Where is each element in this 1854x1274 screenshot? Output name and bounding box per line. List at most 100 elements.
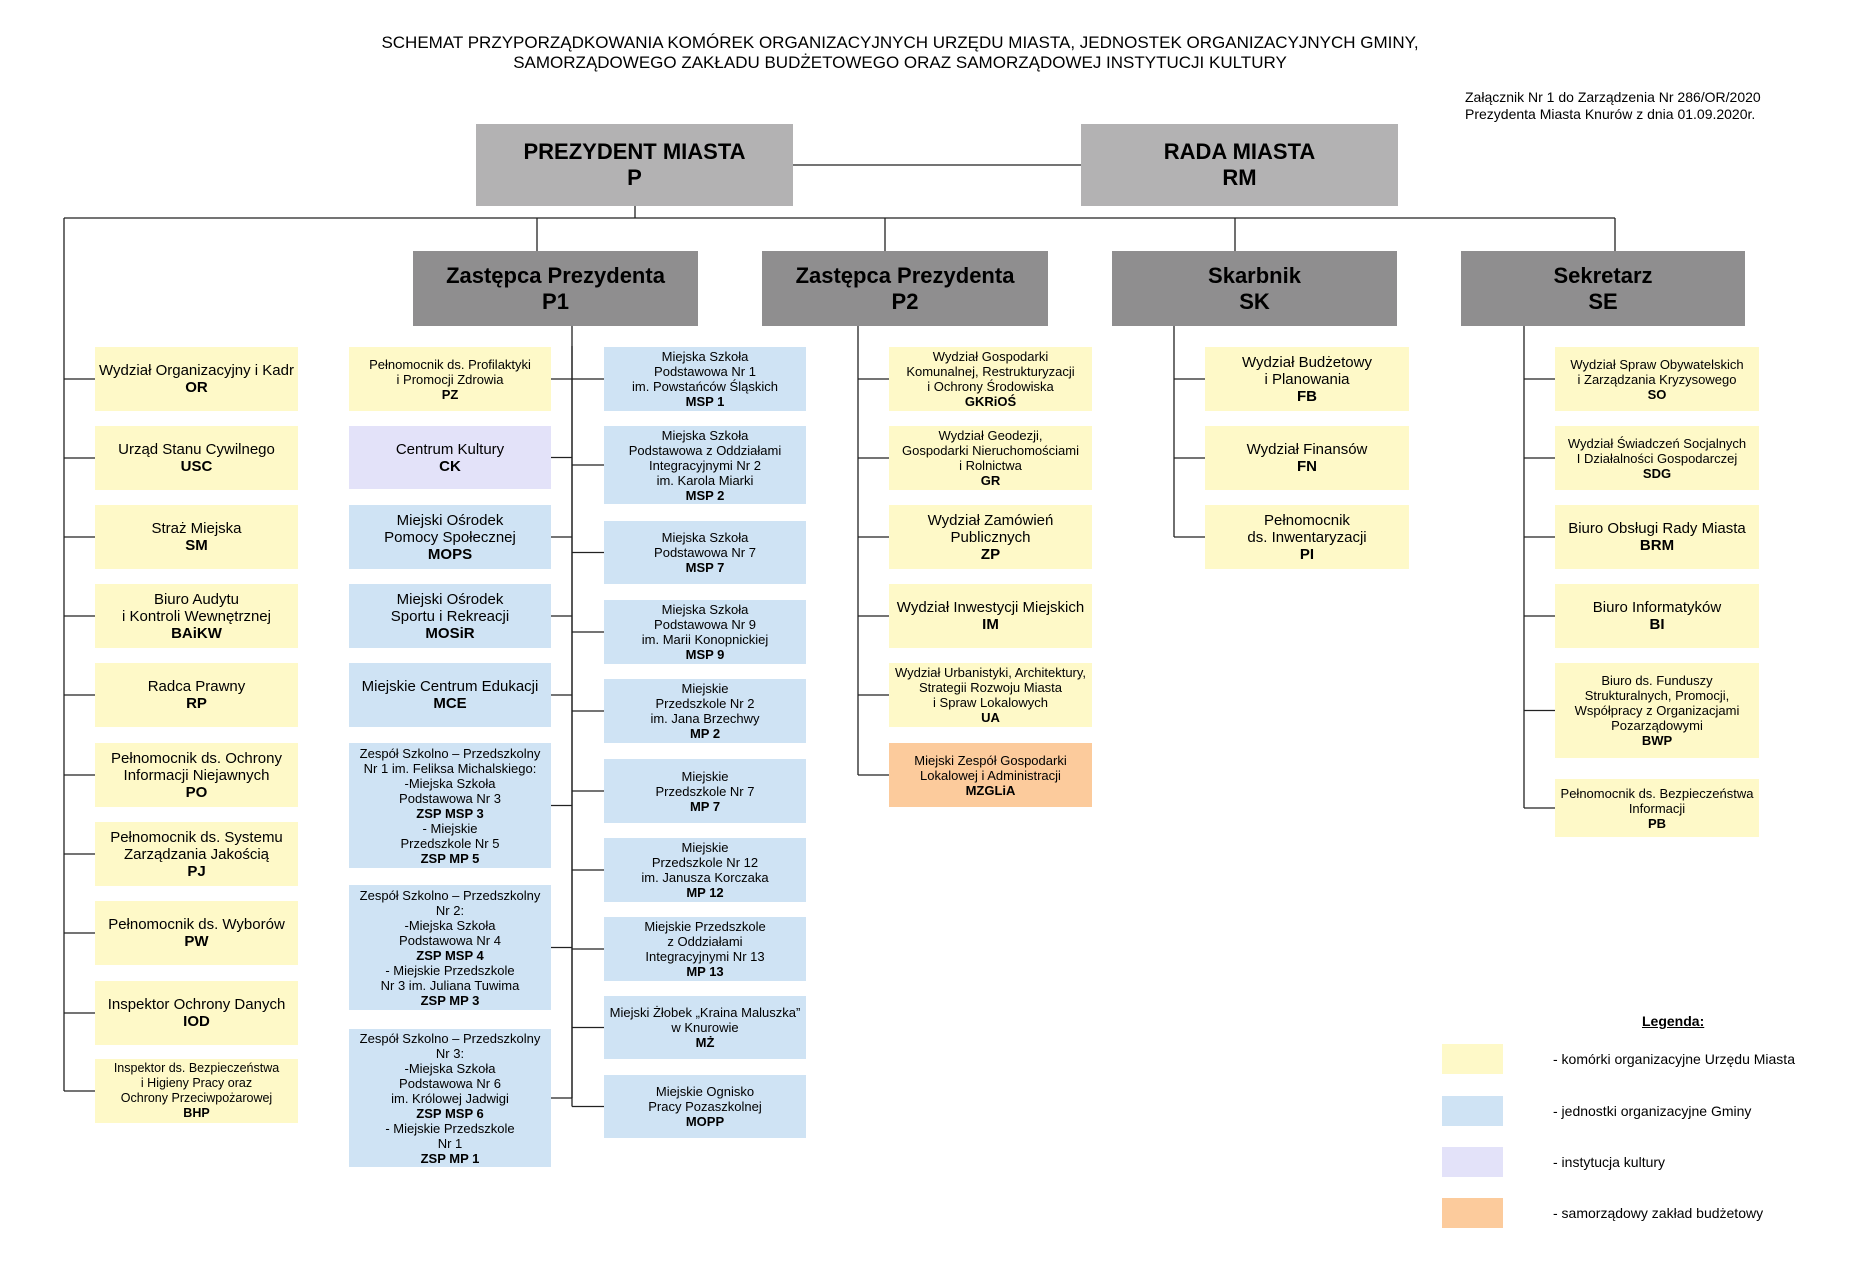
unit-name-line: Miejski Ośrodek xyxy=(396,590,504,608)
unit-name-line: Urząd Stanu Cywilnego xyxy=(118,441,275,458)
unit-name-line: i Rolnictwa xyxy=(959,458,1022,473)
p1-school-mż: Miejski Żłobek „Kraina Maluszka”w Knurow… xyxy=(604,996,806,1059)
unit-abbreviation: USC xyxy=(180,458,213,475)
unit-name-line: Integracyjnymi Nr 2 xyxy=(649,457,761,473)
unit-abbreviation: BRM xyxy=(1639,537,1675,554)
unit-name-line: Strukturalnych, Promocji, xyxy=(1584,688,1730,703)
legend-label: - jednostki organizacyjne Gminy xyxy=(1553,1103,1752,1119)
treasurer-abbr: SK xyxy=(1239,288,1270,314)
attachment-note-line-2: Prezydenta Miasta Knurów z dnia 01.09.20… xyxy=(1465,106,1756,122)
city-council-abbr: RM xyxy=(1222,165,1257,190)
unit-abbreviation: GKRiOŚ xyxy=(964,394,1017,409)
legend-swatch xyxy=(1442,1147,1503,1177)
unit-name-line: ZSP MP 3 xyxy=(420,992,480,1008)
legend-label: - samorządowy zakład budżetowy xyxy=(1553,1205,1764,1221)
legend-title: Legenda: xyxy=(1642,1013,1705,1029)
unit-abbreviation: MSP 1 xyxy=(685,394,725,409)
deputy-p1-abbr: P1 xyxy=(542,288,569,314)
unit-abbreviation: SM xyxy=(185,537,208,554)
legend-label: - instytucja kultury xyxy=(1553,1154,1666,1170)
unit-name-line: Miejski Żłobek „Kraina Maluszka” xyxy=(609,1005,801,1020)
unit-abbreviation: MSP 7 xyxy=(685,560,725,575)
unit-name-line: Nr 3 im. Juliana Tuwima xyxy=(380,977,520,993)
unit-name-line: Pozarządowymi xyxy=(1611,718,1703,733)
unit-name-line: - Miejskie xyxy=(422,820,478,836)
unit-name-line: Wydział Zamówień xyxy=(927,511,1054,529)
unit-name-line: Podstawowa z Oddziałami xyxy=(628,442,782,458)
unit-name-line: Informacji Niejawnych xyxy=(123,766,270,784)
unit-name-line: Miejskie xyxy=(681,840,729,855)
deputy-p2-box: Zastępca Prezydenta P2 xyxy=(762,251,1048,326)
attachment-note: Załącznik Nr 1 do Zarządzenia Nr 286/OR/… xyxy=(1465,89,1761,123)
treasurer-box: Skarbnik SK xyxy=(1112,251,1397,326)
unit-name-line: im. Marii Konopnickiej xyxy=(641,632,769,647)
unit-abbreviation: MP 7 xyxy=(689,798,721,814)
unit-name-line: -Miejska Szkoła xyxy=(404,1060,496,1076)
unit-name-line: Pełnomocnik ds. Bezpieczeństwa xyxy=(1560,785,1754,801)
unit-name-line: Wydział Organizacyjny i Kadr xyxy=(99,362,294,379)
unit-abbreviation: PB xyxy=(1647,815,1667,831)
unit-name-line: i Promocji Zdrowia xyxy=(396,371,504,387)
unit-name-line: Podstawowa Nr 9 xyxy=(654,617,756,632)
unit-abbreviation: MŻ xyxy=(695,1035,715,1050)
president-name: PREZYDENT MIASTA xyxy=(523,139,746,164)
president-abbr: P xyxy=(627,165,642,190)
chart-title-line-2: SAMORZĄDOWEGO ZAKŁADU BUDŻETOWEGO ORAZ S… xyxy=(513,53,1287,72)
secretary-box: Sekretarz SE xyxy=(1461,251,1745,326)
unit-abbreviation: BHP xyxy=(183,1106,210,1120)
unit-name-line: -Miejska Szkoła xyxy=(404,917,496,933)
attachment-note-line-1: Załącznik Nr 1 do Zarządzenia Nr 286/OR/… xyxy=(1465,89,1761,105)
unit-name-line: Inspektor Ochrony Danych xyxy=(107,996,286,1013)
unit-name-line: Wydział Spraw Obywatelskich xyxy=(1570,356,1744,372)
unit-abbreviation: PW xyxy=(184,933,209,950)
unit-name-line: Miejska Szkoła xyxy=(661,530,749,545)
unit-name-line: Pełnomocnik ds. Systemu xyxy=(110,828,283,846)
unit-abbreviation: MZGLiA xyxy=(965,782,1016,798)
unit-abbreviation: SDG xyxy=(1642,465,1672,481)
unit-name-line: Lokalowej i Administracji xyxy=(920,767,1061,783)
unit-name-line: - Miejskie Przedszkole xyxy=(385,962,515,978)
unit-name-line: Zespół Szkolno – Przedszkolny xyxy=(359,887,541,903)
unit-abbreviation: MSP 2 xyxy=(685,487,725,503)
p2-unit-gr: Wydział Geodezji,Gospodarki Nieruchomośc… xyxy=(889,426,1092,490)
unit-abbreviation: MOPP xyxy=(685,1114,725,1129)
unit-name-line: Miejskie Przedszkole xyxy=(644,919,766,934)
unit-name-line: Współpracy z Organizacjami xyxy=(1574,703,1740,718)
unit-abbreviation: MP 13 xyxy=(686,964,724,979)
unit-abbreviation: UA xyxy=(981,710,1000,725)
unit-abbreviation: GR xyxy=(980,473,1001,488)
unit-abbreviation: MCE xyxy=(433,695,467,712)
unit-name-line: i Zarządzania Kryzysowego xyxy=(1577,371,1737,387)
unit-name-line: Sportu i Rekreacji xyxy=(390,607,510,625)
legend-label: - komórki organizacyjne Urzędu Miasta xyxy=(1553,1051,1795,1067)
unit-name-line: Pełnomocnik ds. Profilaktyki xyxy=(369,356,531,372)
unit-abbreviation: MP 12 xyxy=(686,885,724,900)
unit-name-line: Nr 1 im. Feliksa Michalskiego: xyxy=(363,760,537,776)
unit-name-line: Przedszkole Nr 7 xyxy=(655,783,755,799)
unit-name-line: Strategii Rozwoju Miasta xyxy=(918,680,1063,695)
unit-name-line: ZSP MP 5 xyxy=(420,850,480,866)
unit-name-line: ZSP MP 1 xyxy=(420,1150,480,1166)
unit-abbreviation: MOPS xyxy=(427,545,473,563)
unit-name-line: Zarządzania Jakością xyxy=(123,845,270,863)
